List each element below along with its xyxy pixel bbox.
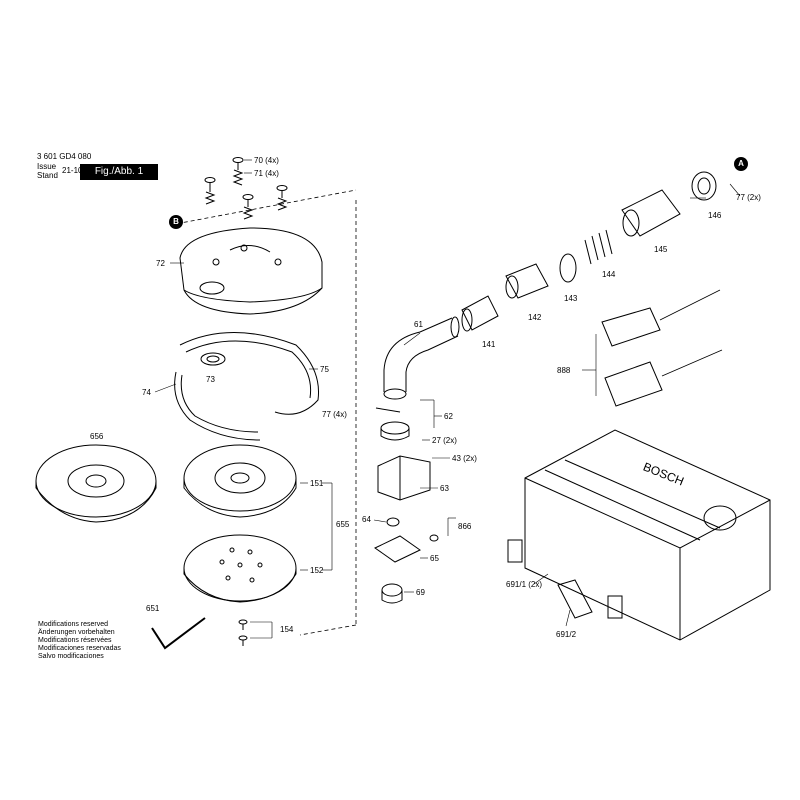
part-label-63: 63 [440,484,449,493]
marker-b: B [169,215,183,229]
part-label-691-1: 691/1 (2x) [506,580,543,589]
part-label-77b: 77 (2x) [736,193,761,202]
figure-label: Fig./Abb. 1 [80,164,158,180]
part-label-64: 64 [362,515,371,524]
note-de: Änderungen vorbehalten [38,629,115,636]
issue-date: 21-10-20 [62,166,95,175]
note-es2: Salvo modificaciones [38,653,104,660]
part-label-651: 651 [146,604,160,613]
document-number: 3 601 GD4 080 [37,152,92,161]
part-label-72: 72 [156,259,165,268]
part-label-69: 69 [416,588,425,597]
part-label-143: 143 [564,294,578,303]
carry-case [507,429,771,641]
note-en: Modifications reserved [38,621,109,628]
part-label-77a: 77 (4x) [322,410,347,419]
part-label-70: 70 (4x) [254,156,279,165]
guide-lines [169,189,357,636]
part-label-62: 62 [444,412,453,421]
note-fr: Modifications réservées [38,637,112,644]
part-label-152: 152 [310,566,324,575]
sanding-disc-152 [183,534,297,603]
part-label-144: 144 [602,270,616,279]
tube-chain-141-146 [461,171,717,332]
modification-notes: Modifications reserved Änderungen vorbeh… [38,621,121,661]
nozzles-888 [601,289,723,407]
marker-a: A [734,157,748,171]
sanding-pad-656 [35,444,157,523]
part-label-73: 73 [206,375,215,384]
adapter-parts-62-69 [374,407,439,604]
note-es: Modificaciones reservadas [38,645,121,652]
part-label-866: 866 [458,522,472,531]
part-label-656: 656 [90,432,104,441]
cover-plate-72 [179,227,323,315]
leader-lines [154,159,741,639]
part-label-65: 65 [430,554,439,563]
stand-label: Stand [37,171,58,180]
issue-label: Issue [37,162,57,171]
backing-pad-151 [183,444,297,518]
part-label-146: 146 [708,211,722,220]
part-label-27: 27 (2x) [432,436,457,445]
part-label-142: 142 [528,313,542,322]
part-label-43: 43 (2x) [452,454,477,463]
part-label-151: 151 [310,479,324,488]
part-label-888: 888 [557,366,571,375]
elbow-hose-61 [383,316,460,400]
part-label-61: 61 [414,320,423,329]
screws-154 [238,619,248,646]
part-label-655: 655 [336,520,350,529]
screw-70-71-set [204,157,288,220]
part-label-71: 71 (4x) [254,169,279,178]
part-label-75: 75 [320,365,329,374]
hex-key-651 [151,617,206,650]
part-label-145: 145 [654,245,668,254]
part-label-141: 141 [482,340,496,349]
brush-ring-75 [174,332,320,441]
part-label-74: 74 [142,388,151,397]
part-label-154: 154 [280,625,294,634]
part-label-691-2: 691/2 [556,630,577,639]
